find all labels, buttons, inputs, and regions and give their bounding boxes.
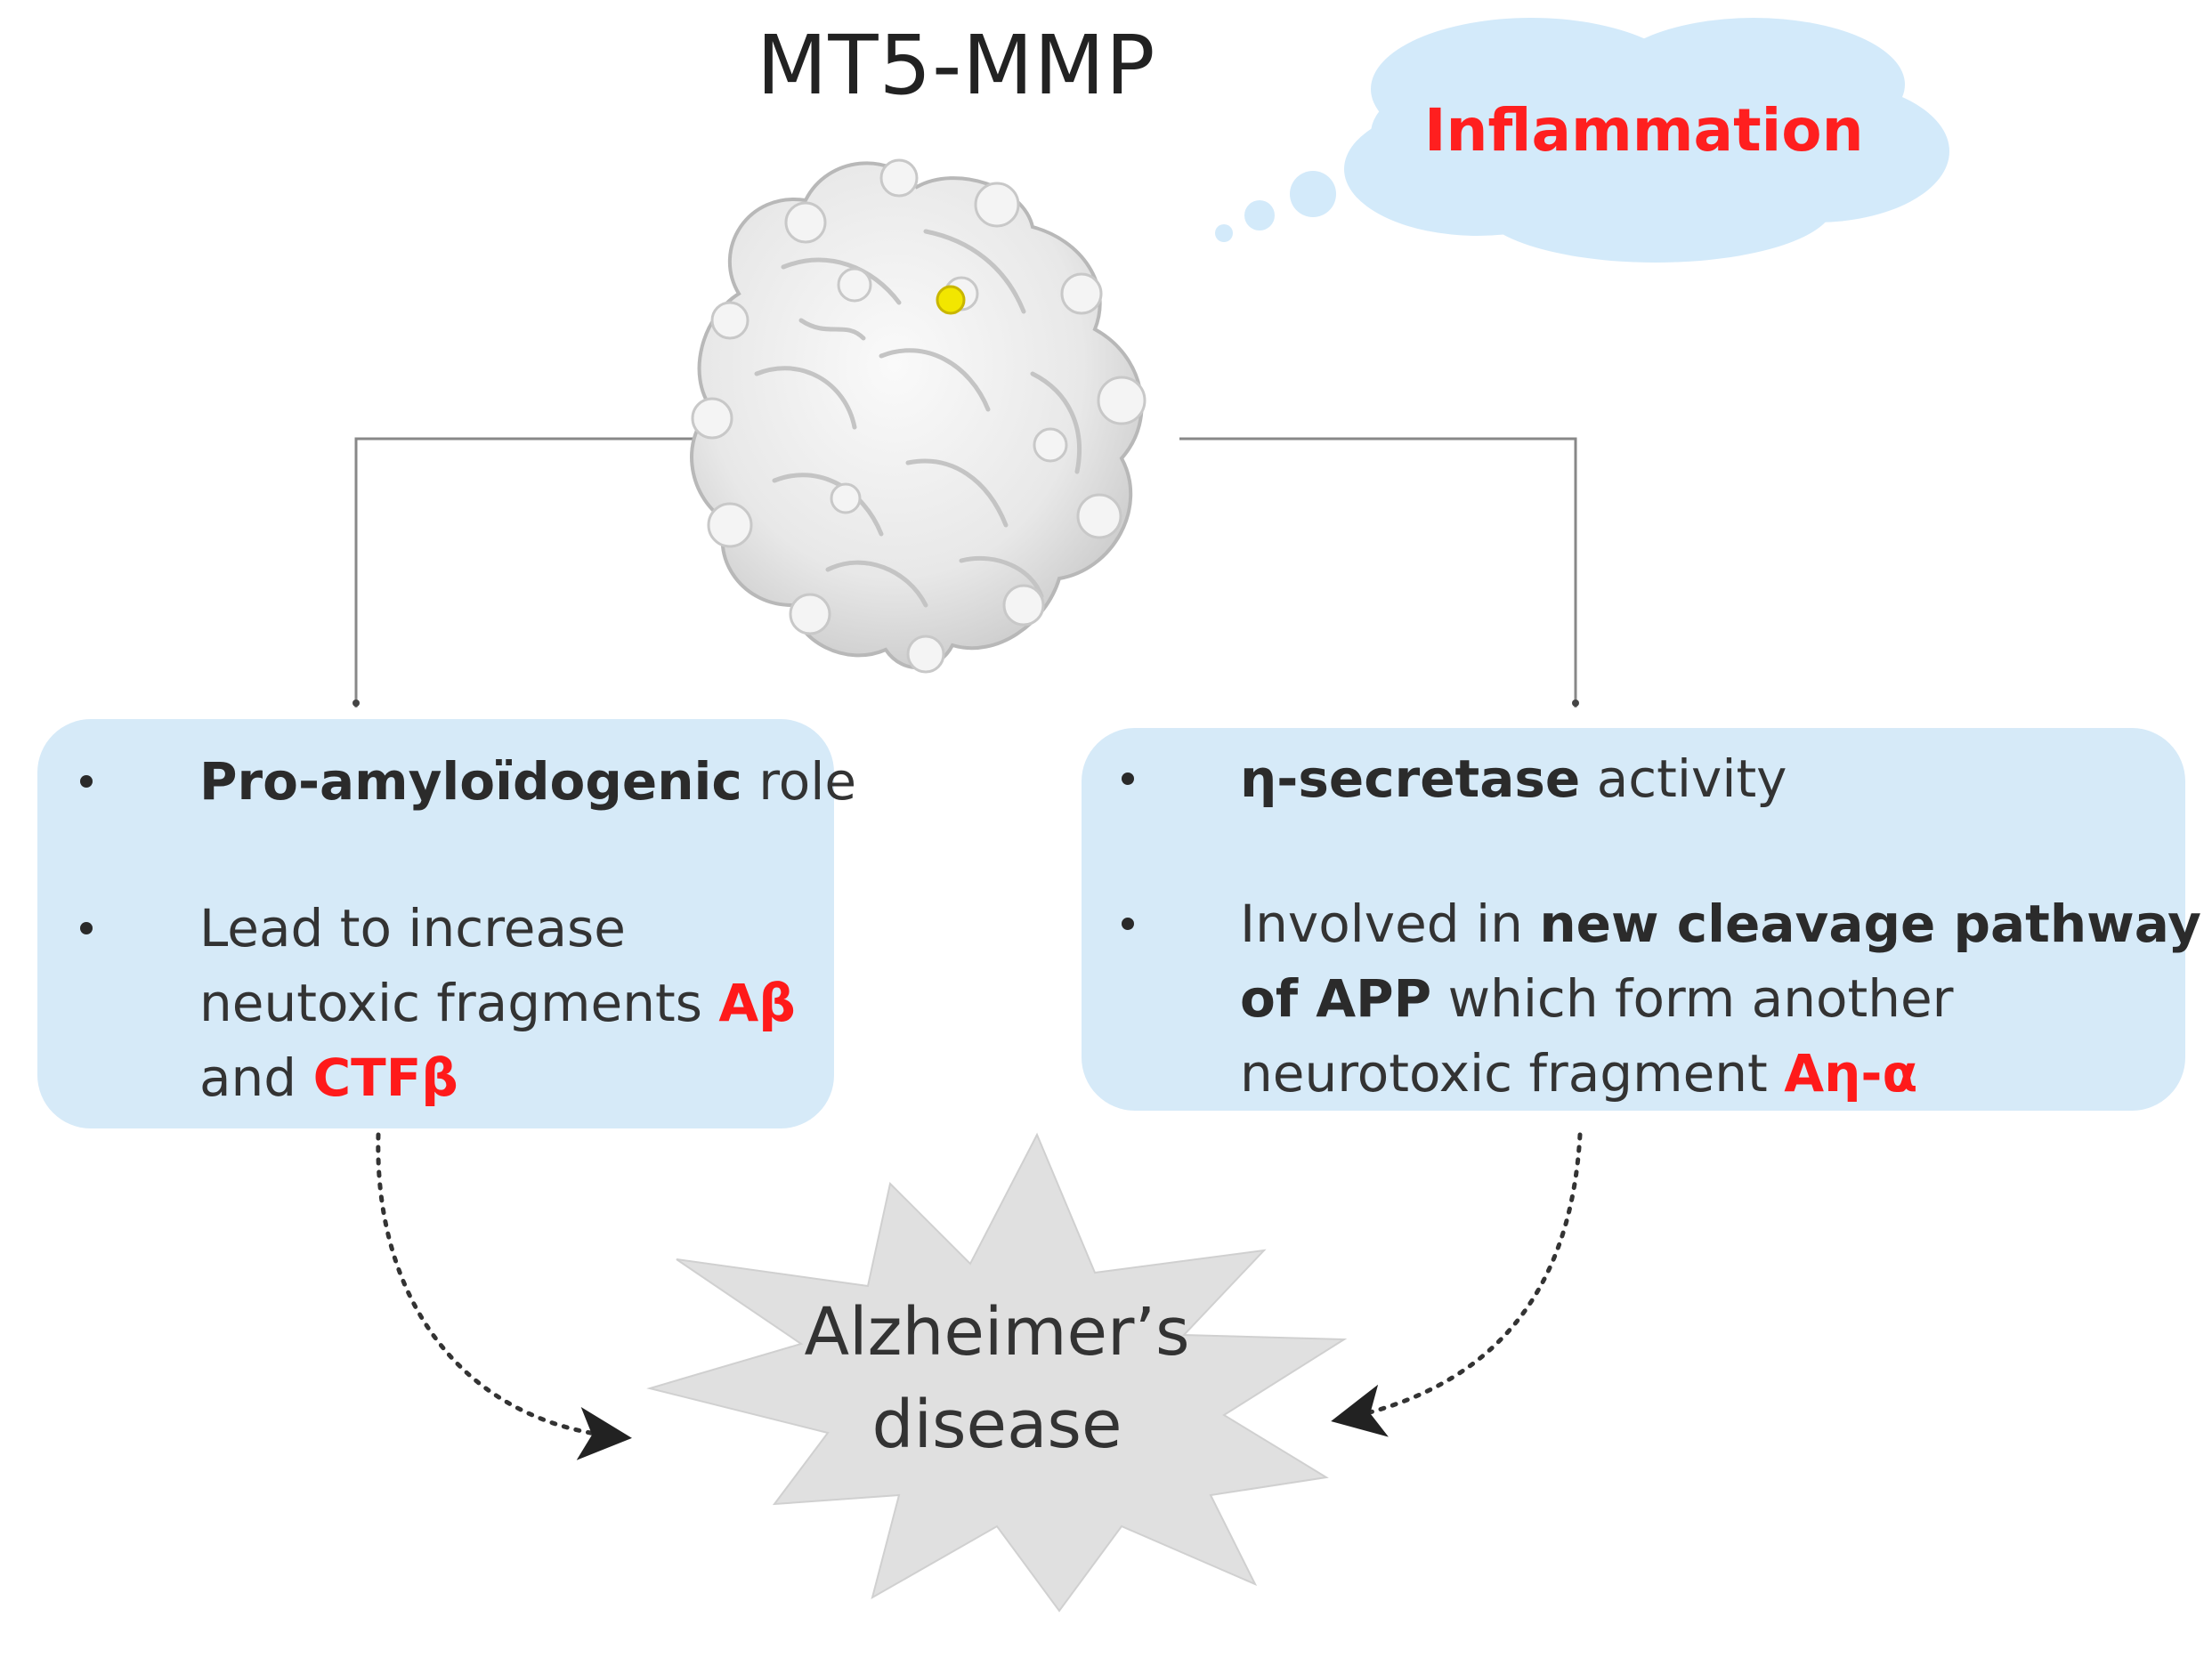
left-bullet-2-line-2: neutoxic fragments Aβ — [199, 966, 796, 1040]
bullet-dot — [1122, 918, 1134, 930]
right-bullet-2-line-3: neurotoxic fragment Aη-α — [1240, 1036, 1917, 1111]
bullet-dot — [80, 775, 93, 788]
diagram-title: MT5-MMP — [757, 18, 1156, 113]
left-bullet-1-bold: Pro-amyloïdogenic — [199, 751, 742, 812]
connector-left — [354, 437, 712, 708]
right-bullet-2-bold-1: new cleavage pathway — [1539, 894, 2201, 954]
starburst-icon — [646, 1132, 1348, 1613]
arrow-right-to-disease — [1331, 1132, 1583, 1437]
alzheimers-line-2: disease — [871, 1387, 1122, 1463]
left-bullet-1-rest: role — [741, 751, 857, 812]
right-bullet-2-rest: which form another — [1431, 968, 1954, 1029]
right-bullet-1-rest: activity — [1580, 748, 1787, 809]
abeta-label: Aβ — [718, 973, 796, 1033]
right-bullet-2-text: neurotoxic fragment — [1240, 1043, 1785, 1104]
connector-lines — [354, 437, 1577, 708]
arrow-left-to-disease — [376, 1132, 632, 1460]
bullet-dot — [80, 922, 93, 934]
alzheimers-disease-label: Alzheimer’s disease — [677, 1286, 1317, 1471]
left-bullet-2-text: neutoxic fragments — [199, 973, 719, 1033]
inflammation-label: Inflammation — [1424, 96, 1864, 165]
right-bullet-2-line-2: of APP which form another — [1240, 961, 1954, 1036]
zinc-ion-icon — [936, 285, 966, 315]
ctfbeta-label: CTFβ — [312, 1047, 458, 1108]
connector-right — [1179, 437, 1577, 708]
bullet-dot — [1122, 772, 1134, 785]
thought-cloud-icon — [1215, 18, 1949, 263]
left-bullet-1: Pro-amyloïdogenic role — [199, 744, 856, 819]
alzheimers-line-1: Alzheimer’s — [804, 1294, 1190, 1371]
right-bullet-1-bold: η-secretase — [1240, 748, 1581, 809]
protein-surface-icon — [690, 158, 1147, 674]
right-bullet-1: η-secretase activity — [1240, 741, 1787, 816]
right-bullet-2-line-1: Involved in new cleavage pathway — [1240, 886, 2201, 961]
right-bullet-2-pre: Involved in — [1240, 894, 1540, 954]
eta-secretase-box: η-secretase activity Involved in new cle… — [1082, 728, 2201, 1111]
pro-amyloidogenic-box: Pro-amyloïdogenic role Lead to increase … — [37, 719, 856, 1128]
aeta-alpha-label: Aη-α — [1784, 1043, 1918, 1104]
left-bullet-2-line-1: Lead to increase — [199, 898, 626, 958]
left-bullet-2-and: and — [199, 1047, 313, 1108]
right-bullet-2-bold-2: of APP — [1240, 968, 1432, 1029]
left-bullet-2-line-3: and CTFβ — [199, 1040, 458, 1115]
